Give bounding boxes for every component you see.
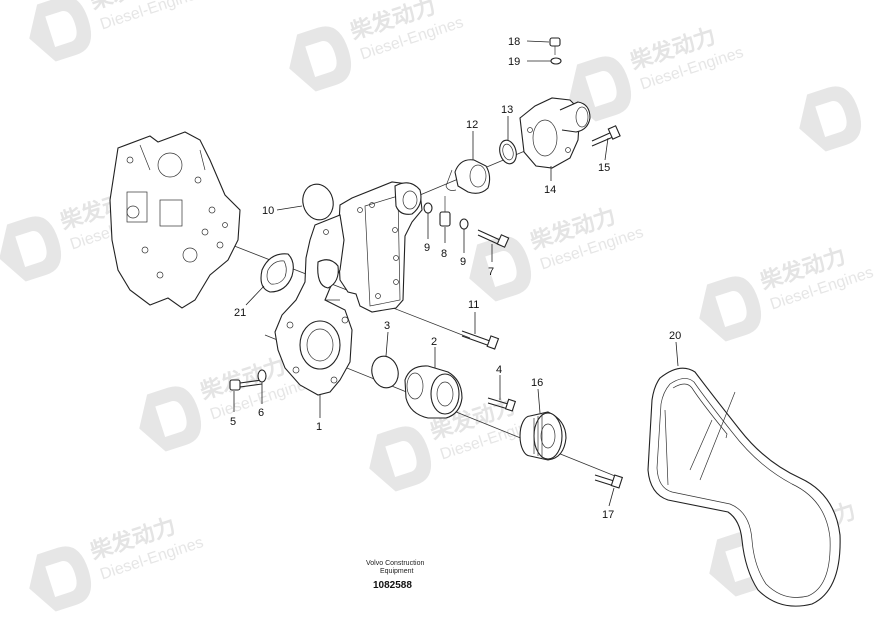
outlet-housing-part-14 [519, 97, 591, 169]
callout-3: 3 [384, 320, 390, 332]
plug-part-18 [549, 37, 561, 55]
callout-12: 12 [466, 119, 478, 131]
drawing-number: 1082588 [373, 580, 412, 591]
washer-part-9a [423, 202, 433, 214]
watermark-4 [799, 86, 861, 152]
washer-part-9b [459, 218, 469, 230]
screw-part-15 [591, 125, 621, 147]
pump-housing-part-1 [274, 214, 353, 396]
callout-18: 18 [508, 36, 520, 48]
callout-labels: 1 2 3 4 5 6 7 8 9 9 10 11 12 13 14 15 16… [230, 36, 681, 521]
callout-10: 10 [262, 205, 274, 217]
callout-11: 11 [468, 299, 479, 311]
washer-part-19 [550, 57, 562, 65]
bolt-part-5 [229, 379, 263, 391]
oring-part-3 [371, 355, 399, 389]
callout-9b: 9 [460, 256, 466, 268]
callout-19: 19 [508, 56, 520, 68]
bolt-part-11 [461, 330, 500, 350]
leader-lines [233, 40, 679, 507]
watermark-6: 柴发动力 Diesel-Engines [469, 203, 646, 302]
callout-4: 4 [496, 364, 502, 376]
callout-6: 6 [258, 407, 264, 419]
screw-part-7 [477, 229, 510, 248]
belt-part-20 [647, 367, 841, 607]
washer-part-6 [257, 369, 267, 383]
callout-14: 14 [544, 184, 556, 196]
bolt-part-17 [594, 474, 624, 489]
watermark-1: 柴发动力 Diesel-Engines [29, 0, 206, 62]
bolt-part-4 [487, 397, 517, 412]
footer-line2: Equipment [380, 568, 414, 575]
callout-7: 7 [488, 266, 494, 278]
watermark-2: 柴发动力 Diesel-Engines [289, 0, 466, 92]
callout-2: 2 [431, 336, 437, 348]
pulley-part-16 [519, 411, 567, 461]
thermostat-cover [337, 181, 423, 313]
footer-line1: Volvo Construction [366, 560, 424, 567]
callout-20: 20 [669, 330, 681, 342]
oring-part-13 [499, 139, 517, 165]
thermostat-part-12 [445, 159, 491, 194]
callout-8: 8 [441, 248, 447, 260]
engine-block [109, 131, 241, 309]
callout-17: 17 [602, 509, 614, 521]
gasket-part-21 [260, 253, 294, 293]
callout-21: 21 [234, 307, 246, 319]
callout-15: 15 [598, 162, 610, 174]
oring-part-10 [302, 183, 334, 221]
callout-13: 13 [501, 104, 513, 116]
connector-part-8 [439, 196, 451, 227]
callout-5: 5 [230, 416, 236, 428]
water-pump-part-2 [404, 365, 463, 419]
drawing-footer: Volvo Construction Equipment 1082588 [366, 560, 424, 591]
callout-9a: 9 [424, 242, 430, 254]
watermark-10: 柴发动力 Diesel-Engines [29, 513, 206, 612]
watermark-7: 柴发动力 Diesel-Engines [699, 243, 876, 342]
callout-1: 1 [316, 421, 322, 433]
callout-16: 16 [531, 377, 543, 389]
